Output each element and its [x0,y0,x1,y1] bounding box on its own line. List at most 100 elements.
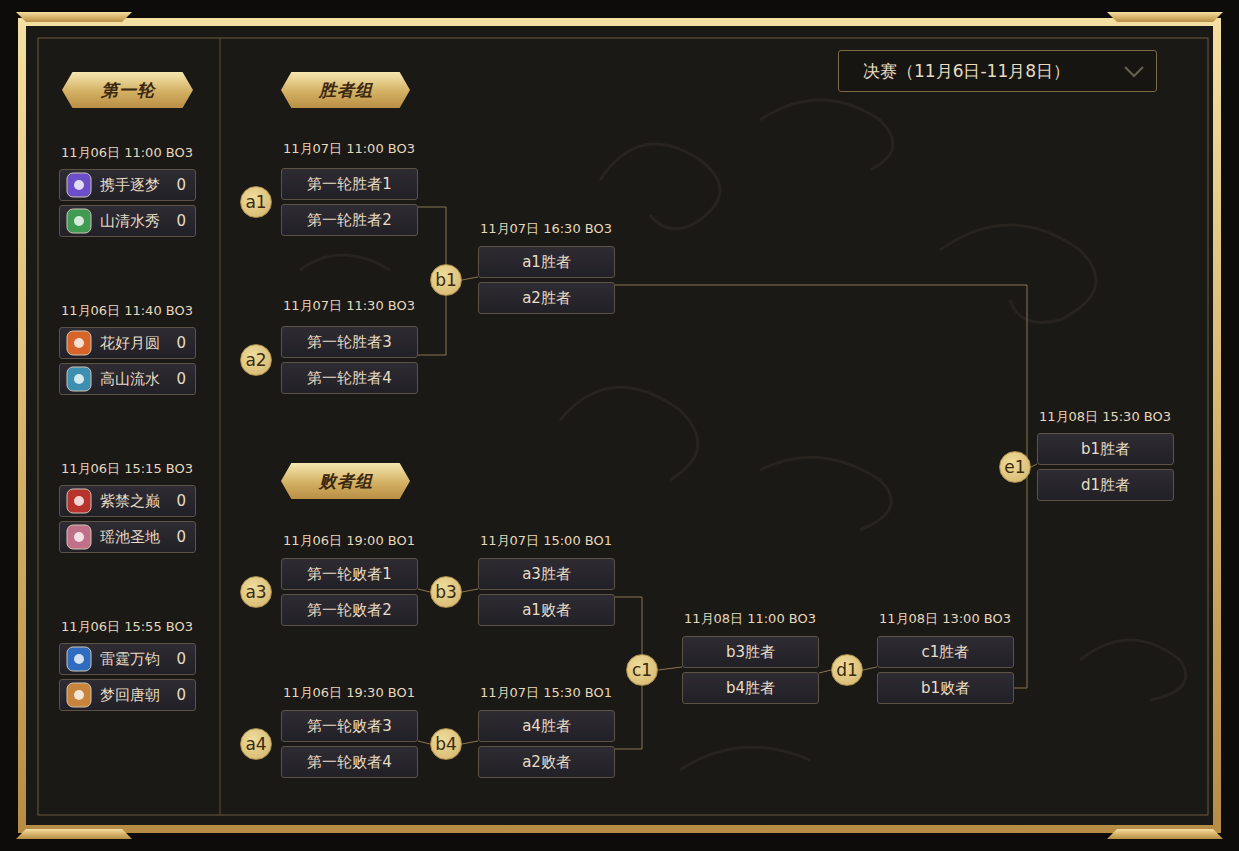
match-callout: b3 [430,576,462,608]
node-text: c1胜者 [922,643,970,662]
bracket-line [462,741,478,744]
match-callout: e1 [999,451,1031,483]
team-box: 高山流水 0 [59,363,196,395]
node-text: a2 [245,350,266,370]
match-slot: d1胜者 [1037,469,1174,501]
team-box: 携手逐梦 0 [59,169,196,201]
node-text: 梦回唐朝 [100,686,160,705]
node-text: b1胜者 [1081,440,1130,459]
node-text: a1 [245,192,266,212]
node-text: a1败者 [522,601,571,620]
match-slot: 第一轮败者1 [281,558,418,590]
match-slot: 第一轮胜者3 [281,326,418,358]
node-text: 0 [176,370,186,388]
match-slot: a4胜者 [478,710,615,742]
node-text: e1 [1004,457,1025,477]
bracket-line [819,670,831,673]
bracket-line [863,667,877,670]
match-slot: b3胜者 [682,636,819,668]
match-slot: b4胜者 [682,672,819,704]
node-text: 第一轮败者1 [307,565,392,584]
match-callout: a4 [240,728,272,760]
bracket-line [615,686,642,749]
match-callout: b1 [430,264,462,296]
team-box: 雷霆万钧0 [59,643,196,675]
node-text: 胜者组 [319,79,373,102]
match-slot: 第一轮败者4 [281,746,418,778]
section-banner: 第一轮 [62,72,193,108]
match-callout: d1 [831,654,863,686]
section-banner: 败者组 [281,463,410,499]
node-text: 雷霆万钧 [100,650,160,669]
node-text: d1 [836,660,858,680]
bracket-line [418,207,446,264]
node-text: 第一轮胜者4 [307,369,392,388]
node-text: 瑶池圣地 [100,528,160,547]
match-slot: a1败者 [478,594,615,626]
match-slot: 第一轮胜者4 [281,362,418,394]
match-slot: a2败者 [478,746,615,778]
match-time: 11月08日 15:30 BO3 [1039,408,1171,426]
match-slot: a3胜者 [478,558,615,590]
node-text: d1胜者 [1081,476,1130,495]
node-text: 紫禁之巅 [100,492,160,511]
match-time: 11月07日 16:30 BO3 [480,220,612,238]
node-text: 0 [176,492,186,510]
node-text: 败者组 [319,470,373,493]
bracket-line [1031,464,1037,467]
match-slot: c1胜者 [877,636,1014,668]
node-text: b1 [435,270,457,290]
node-text: a1胜者 [522,253,571,272]
node-text: b4 [435,734,457,754]
match-slot: 第一轮胜者2 [281,204,418,236]
stage-dropdown: 决赛（11月6日-11月8日） [838,50,1157,92]
node-text: 第一轮胜者1 [307,175,392,194]
match-slot: b1胜者 [1037,433,1174,465]
node-text: 0 [176,528,186,546]
node-text: a3 [245,582,266,602]
node-text: 0 [176,176,186,194]
node-text: a4胜者 [522,717,571,736]
match-slot: 第一轮败者3 [281,710,418,742]
team-box: 花好月圆0 [59,327,196,359]
node-text: 第一轮败者2 [307,601,392,620]
match-time: 11月06日 15:55 BO3 [61,618,193,636]
match-callout: a2 [240,344,272,376]
node-text: 高山流水 [100,370,160,389]
match-callout: a1 [240,186,272,218]
node-text: 0 [176,212,186,230]
match-callout: c1 [626,654,658,686]
node-text: a2胜者 [522,289,571,308]
bracket-line [418,741,430,744]
match-time: 11月06日 19:30 BO1 [283,684,415,702]
node-text: 携手逐梦 [100,176,160,195]
match-time: 11月07日 15:00 BO1 [480,532,612,550]
bracket-line [615,285,1027,688]
match-slot: a2胜者 [478,282,615,314]
match-time: 11月06日 11:00 BO3 [61,144,193,162]
bracket-line [462,589,478,592]
node-text: 0 [176,334,186,352]
node-text: 第一轮败者4 [307,753,392,772]
team-box: 山清水秀 0 [59,205,196,237]
node-text: 山清水秀 [100,212,160,231]
node-text: a3胜者 [522,565,571,584]
match-slot: b1败者 [877,672,1014,704]
match-time: 11月08日 11:00 BO3 [684,610,816,628]
match-time: 11月07日 15:30 BO1 [480,684,612,702]
match-time: 11月06日 19:00 BO1 [283,532,415,550]
team-box: 瑶池圣地 0 [59,521,196,553]
bracket-line [658,667,682,670]
match-time: 11月07日 11:00 BO3 [283,140,415,158]
node-text: b1败者 [921,679,970,698]
node-text: b3 [435,582,457,602]
match-time: 11月07日 11:30 BO3 [283,297,415,315]
match-slot: a1胜者 [478,246,615,278]
match-time: 11月06日 15:15 BO3 [61,460,193,478]
bracket-line [418,296,446,355]
node-text: 第一轮败者3 [307,717,392,736]
